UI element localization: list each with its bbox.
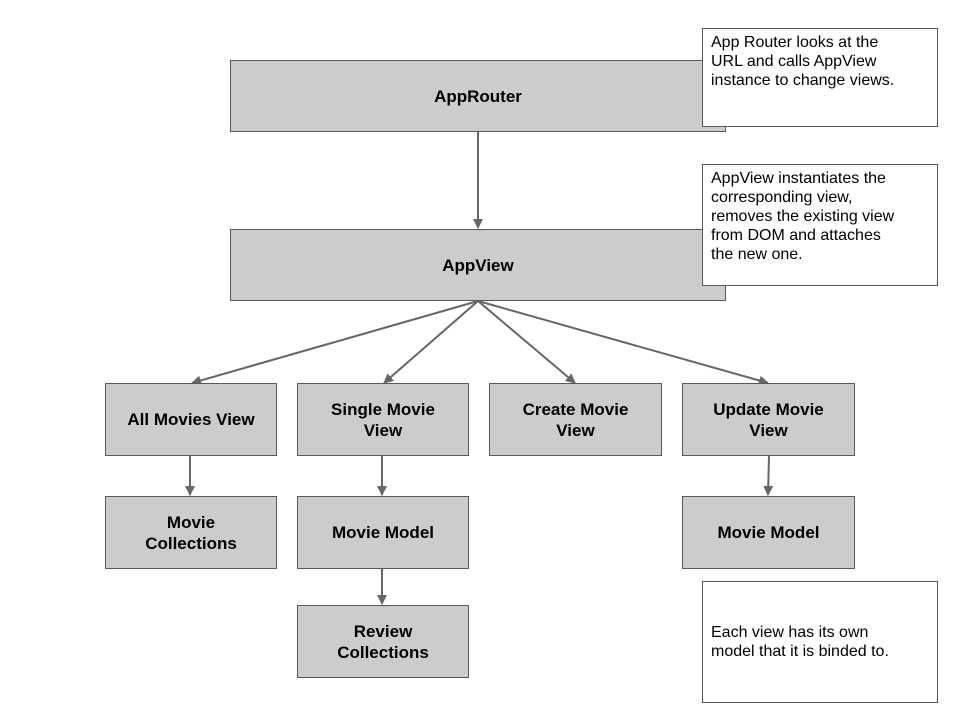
update-movie-view-box: Update Movie View xyxy=(682,383,855,456)
arrow-appview-to-create-movie xyxy=(477,300,576,384)
arrow-appview-to-single-movie xyxy=(383,300,479,384)
movie-model-box-single: Movie Model xyxy=(297,496,469,569)
review-collections-box: Review Collections xyxy=(297,605,469,678)
appview-box: AppView xyxy=(230,229,726,301)
appview-note: AppView instantiates the corresponding v… xyxy=(702,164,938,286)
single-movie-view-box: Single Movie View xyxy=(297,383,469,456)
movie-collections-box: Movie Collections xyxy=(105,496,277,569)
approuter-box: AppRouter xyxy=(230,60,726,132)
movie-model-box-update: Movie Model xyxy=(682,496,855,569)
all-movies-view-box: All Movies View xyxy=(105,383,277,456)
arrow-appview-to-all-movies xyxy=(191,300,479,386)
arrow-appview-to-update-movie xyxy=(477,300,769,386)
arrow-update-movie-to-movie-model xyxy=(763,455,774,496)
view-model-note: Each view has its own model that it is b… xyxy=(702,581,938,703)
approuter-note: App Router looks at the URL and calls Ap… xyxy=(702,28,938,127)
create-movie-view-box: Create Movie View xyxy=(489,383,662,456)
